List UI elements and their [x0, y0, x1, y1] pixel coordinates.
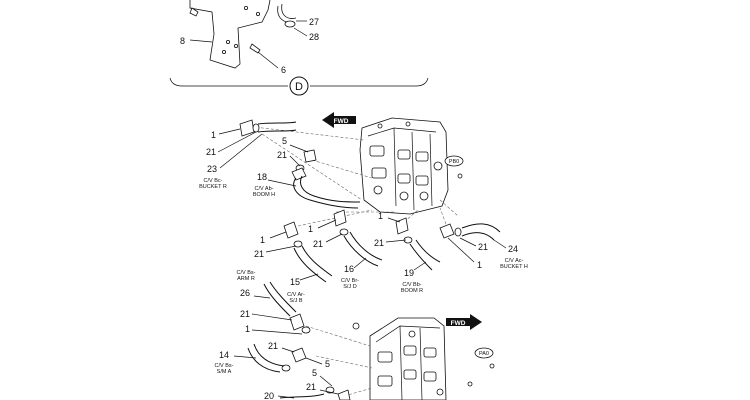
label-a-23: 23: [207, 164, 217, 174]
callout-boom-r-1: C/V Bb-: [402, 282, 421, 288]
fwd-arrow-top: FWD: [322, 112, 356, 128]
hose-assembly-boom-h: [267, 144, 361, 209]
callout-bucket-r-2: BUCKET R: [199, 184, 227, 190]
label-6: 6: [281, 65, 286, 75]
hose-assembly-lower-bottom: [277, 375, 351, 400]
callout-arm-r-1: C/V Bs-: [237, 270, 256, 276]
hose-assembly-arm-r: [251, 281, 311, 335]
label-b-1e: 1: [477, 260, 482, 270]
callout-arm-r-2: ARM R: [237, 276, 255, 282]
label-b-21e: 21: [478, 242, 488, 252]
fwd-label-top: FWD: [334, 118, 349, 125]
label-8: 8: [180, 36, 185, 46]
callout-sj-d-2: S/J D: [343, 284, 356, 290]
label-c-26: 26: [240, 288, 250, 298]
hose-assembly-sj-d: [317, 209, 383, 269]
detail-separator: [169, 77, 429, 87]
label-c-21c: 21: [306, 382, 316, 392]
label-c-21: 21: [240, 309, 250, 319]
hose-assembly-sj-b: [265, 221, 333, 283]
label-b-15: 15: [290, 277, 300, 287]
label-28: 28: [309, 32, 319, 42]
label-a-18: 18: [257, 172, 267, 182]
callout-boom-h-2: BOOM H: [253, 192, 275, 198]
detail-d-bracket: [189, 0, 297, 69]
label-b-1d: 1: [378, 211, 383, 221]
label-a-5: 5: [282, 136, 287, 146]
callout-sj-b-1: C/V Ar-: [287, 292, 305, 298]
dashed-lines-lower: [305, 325, 373, 397]
label-c-20: 20: [264, 391, 274, 400]
label-b-24: 24: [508, 244, 518, 254]
callout-bucket-r-1: C/V Bc-: [204, 178, 223, 184]
callout-boom-h-1: C/V Ab-: [255, 186, 274, 192]
callout-bucket-h-1: C/V Ac-: [505, 258, 524, 264]
detail-letter: D: [295, 81, 303, 93]
hose-assembly-sm-a: [233, 343, 323, 373]
hose-assembly-bucket-h: [439, 223, 507, 263]
callout-boom-r-2: BOOM R: [401, 288, 423, 294]
label-27: 27: [309, 17, 319, 27]
label-b-19: 19: [404, 268, 414, 278]
label-a-21: 21: [206, 147, 216, 157]
hose-assembly-bucket-r: [217, 119, 297, 169]
label-c-5: 5: [325, 359, 330, 369]
label-b-1: 1: [260, 235, 265, 245]
callout-sj-b-2: S/J B: [289, 298, 302, 304]
control-valve-lower: [352, 317, 473, 400]
port-tag-pa0: PA0: [474, 347, 495, 369]
callout-sj-d-1: C/V Br-: [341, 278, 359, 284]
fwd-label-bottom: FWD: [451, 320, 466, 327]
svg-text:PB0: PB0: [449, 159, 459, 165]
label-c-21b: 21: [268, 341, 278, 351]
label-b-21: 21: [254, 249, 264, 259]
hose-assembly-boom-r: [385, 217, 441, 271]
label-c-1: 1: [245, 324, 250, 334]
callout-sm-a-1: C/V Bs-: [215, 363, 234, 369]
label-c-5b: 5: [312, 368, 317, 378]
detail-letter-circle: [289, 76, 309, 96]
label-c-14: 14: [219, 350, 229, 360]
label-b-16: 16: [344, 264, 354, 274]
port-tag-pb0: PB0: [444, 155, 464, 179]
label-a-21b: 21: [277, 150, 287, 160]
control-valve-upper: [359, 117, 449, 215]
label-b-21d: 21: [374, 238, 384, 248]
label-b-1c: 1: [308, 224, 313, 234]
fwd-arrow-bottom: FWD: [446, 314, 482, 330]
label-a-1: 1: [211, 130, 216, 140]
detail-d-leaders: [189, 20, 308, 69]
callout-bucket-h-2: BUCKET H: [500, 264, 528, 270]
label-b-21c: 21: [313, 239, 323, 249]
callout-sm-a-2: S/M A: [217, 369, 232, 375]
svg-text:PA0: PA0: [479, 351, 489, 357]
